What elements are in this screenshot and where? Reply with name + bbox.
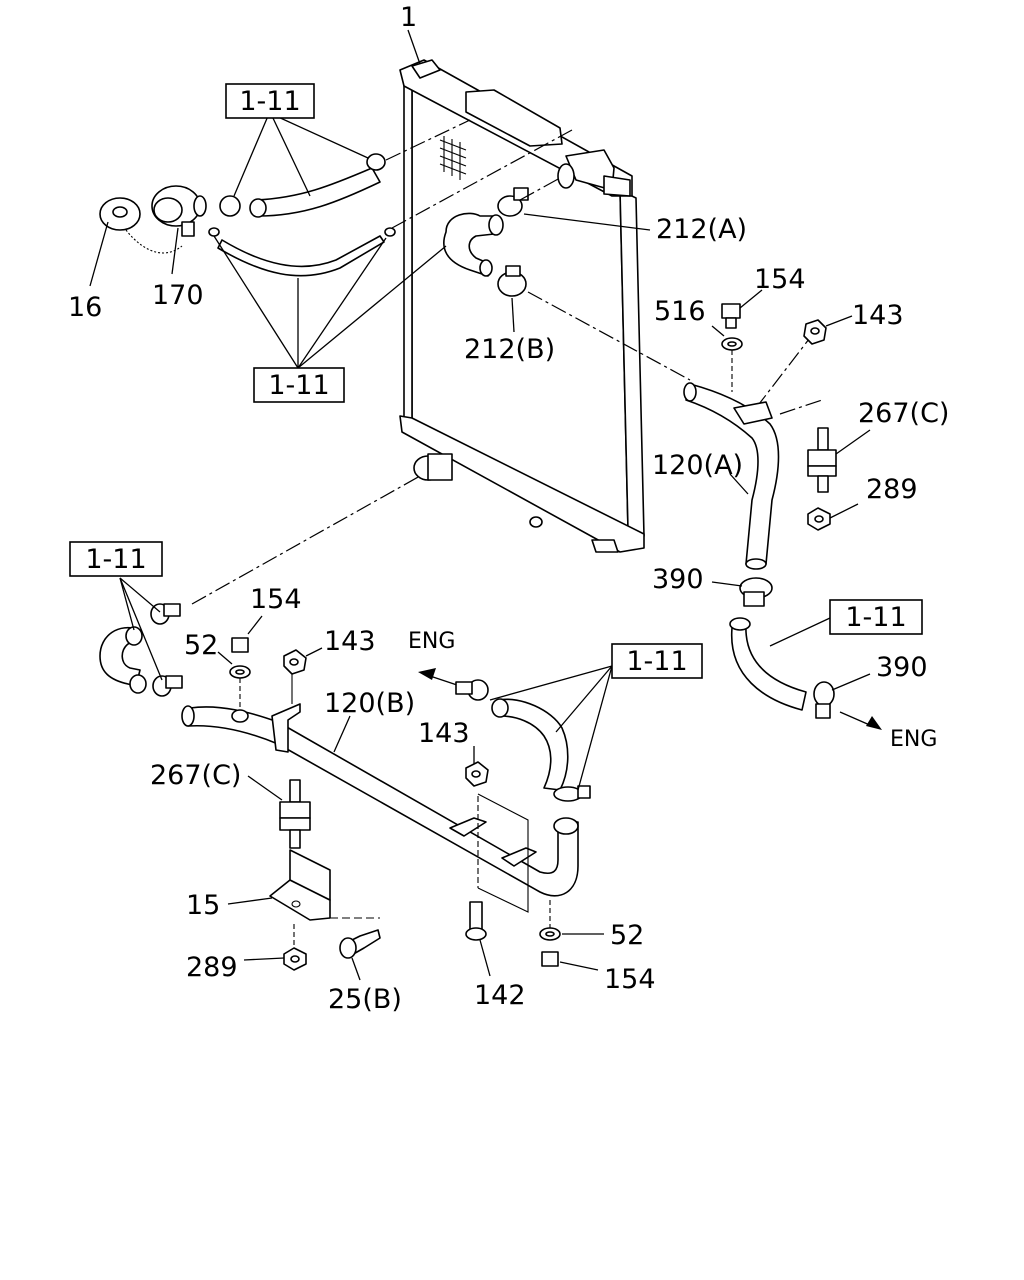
ref-box-eng-hose: 1-11 <box>611 643 703 679</box>
washer-52-left <box>229 665 251 679</box>
callout-120b: 120(B) <box>324 688 415 719</box>
ref-box-lower-left: 1-11 <box>69 541 163 577</box>
callout-390-top: 390 <box>652 564 704 595</box>
callout-390-bottom: 390 <box>876 652 928 683</box>
nut-289-right <box>807 507 831 531</box>
radiator-core <box>399 59 645 553</box>
bolt-154-right <box>541 951 559 967</box>
nut-289-left <box>283 947 307 971</box>
rubber-mount-267c-left <box>279 779 311 849</box>
mounting-bracket-15 <box>269 849 380 921</box>
water-pipe-120a <box>683 382 780 570</box>
construction-lines-upper <box>191 119 823 605</box>
callout-143-mid: 143 <box>418 718 470 749</box>
clamp-eng-hose <box>455 679 489 701</box>
eng-elbow-hose <box>491 698 591 802</box>
callout-52-left: 52 <box>184 630 218 661</box>
callout-212a: 212(A) <box>656 214 747 245</box>
callout-516: 516 <box>654 296 706 327</box>
ref-label-right-hose: 1-11 <box>845 602 906 633</box>
eng-label-right: ENG <box>890 727 937 752</box>
callout-143-left: 143 <box>324 626 376 657</box>
filler-thin-hose <box>208 227 396 277</box>
right-lower-hose <box>729 617 807 711</box>
hose-clamp-390-top <box>739 577 773 607</box>
ref-box-filler-hoses: 1-11 <box>253 367 345 403</box>
eng-label-left: ENG <box>408 629 455 654</box>
clamp-lower-left-bottom <box>152 675 183 697</box>
radiator-upper-hose <box>443 212 504 277</box>
filler-neck <box>151 185 207 237</box>
washer-516 <box>721 337 743 351</box>
nut-143-mid <box>465 761 489 787</box>
callout-154-right: 154 <box>604 964 656 995</box>
callout-289-left: 289 <box>186 952 238 983</box>
upper-hose-small <box>219 153 386 218</box>
ref-label-filler-hoses: 1-11 <box>268 370 329 401</box>
hose-clamp-212b <box>497 265 527 297</box>
bolt-154-left <box>231 637 249 653</box>
leader-lines <box>89 29 871 981</box>
callout-143-top: 143 <box>852 300 904 331</box>
ref-box-right-hose: 1-11 <box>829 599 923 635</box>
callout-16: 16 <box>68 292 102 323</box>
callout-212b: 212(B) <box>464 334 555 365</box>
callout-25b: 25(B) <box>328 984 402 1015</box>
callout-1: 1 <box>400 2 417 33</box>
callout-154-left: 154 <box>250 584 302 615</box>
callout-170: 170 <box>152 280 204 311</box>
ref-label-eng-hose: 1-11 <box>626 646 687 677</box>
eng-arrow-right <box>839 711 882 730</box>
callout-52-right: 52 <box>610 920 644 951</box>
hose-clamp-390-bottom <box>813 681 835 719</box>
callout-15: 15 <box>186 890 220 921</box>
mid-bracket-plate <box>477 793 529 913</box>
rubber-mount-267c-right <box>807 427 837 493</box>
callout-267c-right: 267(C) <box>858 398 949 429</box>
washer-52-right <box>539 927 561 941</box>
callout-267c-left: 267(C) <box>150 760 241 791</box>
bolt-25b <box>339 929 381 959</box>
callout-120a: 120(A) <box>652 450 743 481</box>
bolt-142 <box>465 901 487 941</box>
radiator-cap <box>99 197 183 254</box>
callout-154-top: 154 <box>754 264 806 295</box>
eng-arrow-left <box>418 668 461 687</box>
ref-box-upper-hose: 1-11 <box>225 83 315 119</box>
water-pipe-120b <box>181 703 579 897</box>
clamp-lower-left-top <box>150 603 181 625</box>
nut-143-top <box>803 319 827 345</box>
ref-label-upper-hose: 1-11 <box>239 86 300 117</box>
callout-289-right: 289 <box>866 474 918 505</box>
nut-143-left <box>283 649 307 675</box>
bolt-154-top <box>721 303 741 329</box>
lower-left-elbow-hose <box>99 626 147 694</box>
callout-142: 142 <box>474 980 526 1011</box>
ref-label-lower-left: 1-11 <box>85 544 146 575</box>
